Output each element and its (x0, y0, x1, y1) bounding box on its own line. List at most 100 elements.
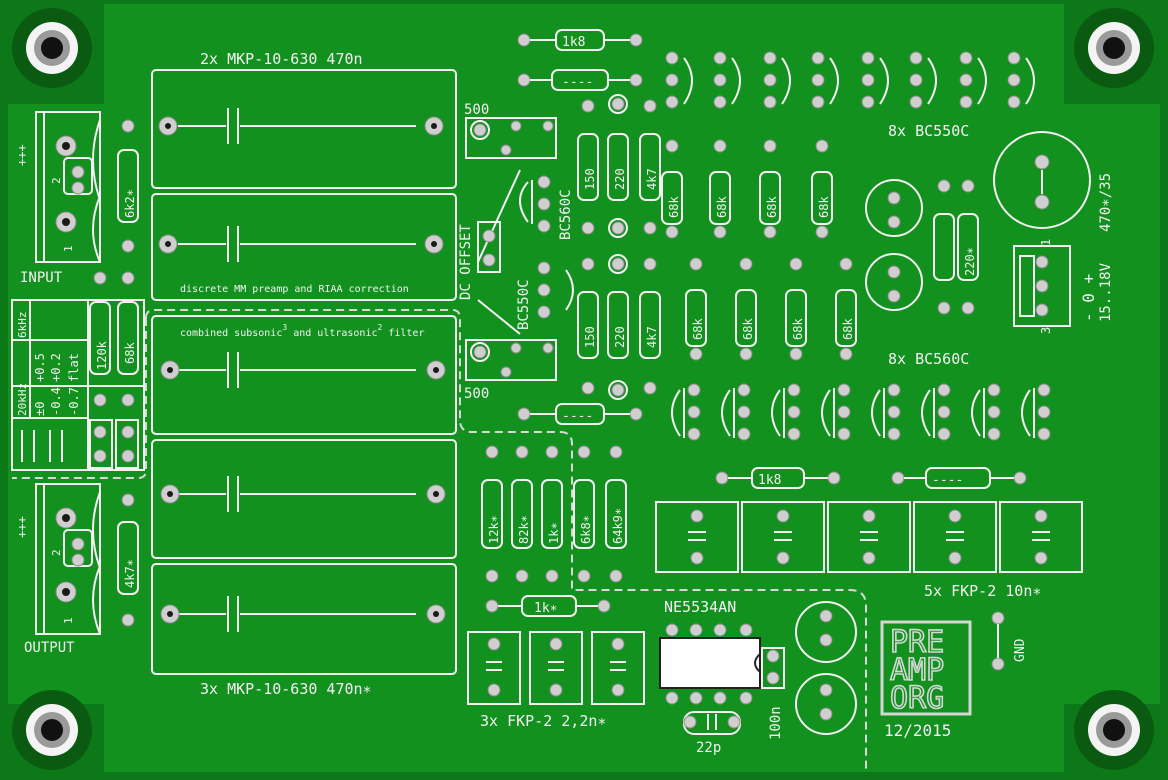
logo-line-1: PRE (890, 625, 944, 660)
label-68k: 68k (691, 318, 705, 340)
label-68k: 68k (791, 318, 805, 340)
bc560c-transistor (671, 383, 701, 441)
eq-20khz-0: ±0 (33, 402, 47, 416)
eq-20khz-1: -0.4 (49, 387, 63, 416)
film-cap-2 (151, 193, 457, 301)
eq-6khz-0: +0.5 (33, 353, 47, 382)
gnd-label: GND (1013, 638, 1028, 662)
ic-pin (739, 623, 753, 637)
logo-line-3: ORG (890, 681, 944, 716)
label-4k7-b: 4k7 (645, 326, 659, 348)
eq-jumper-table (11, 299, 145, 471)
logo-line-2: AMP (890, 653, 944, 688)
resistor-120k (89, 271, 111, 407)
output-plus-marks: +++ (15, 516, 29, 538)
cap-100n-label: 100n (768, 706, 784, 740)
label-68k: 68k (667, 196, 681, 218)
transistor-bc550c-single (537, 261, 574, 319)
caps-bottom-label: 3x MKP-10-630 470n∗ (200, 680, 372, 698)
label-dash-top: ---- (562, 75, 593, 90)
label-dash-right: ---- (932, 473, 963, 488)
label-68k: 68k (765, 196, 779, 218)
dc-offset-header (477, 221, 501, 273)
label-150-b: 150 (583, 326, 597, 348)
label-4k7-a: 4k7 (645, 168, 659, 190)
label-64k9: 64k9∗ (611, 508, 625, 544)
bc550c-transistor (713, 51, 741, 109)
ic-pin (689, 623, 703, 637)
resistor-1k8-top (517, 29, 643, 51)
filter-note: combined subsonic3 and ultrasonic2 filte… (180, 323, 424, 339)
ic-pin (739, 691, 753, 705)
filter-boundary-dashed (145, 309, 867, 770)
electrolytic-cap-a (865, 179, 923, 237)
label-1k8-top: 1k8 (562, 35, 585, 50)
copper-pour-top (104, 4, 1064, 104)
power-pin1: 1 (1039, 239, 1053, 246)
copper-pour-bottom (104, 700, 1064, 772)
label-1k-b: 1k∗ (534, 601, 557, 616)
bc550c-transistor (763, 51, 791, 109)
fkp2-2n2-label: 3x FKP-2 2,2n∗ (480, 712, 606, 730)
bc560c-transistor (921, 383, 951, 441)
transistor-bc560c-single (519, 175, 551, 233)
eq-6khz-1: +0.2 (49, 353, 63, 382)
label-1k-a: 1k∗ (547, 522, 561, 544)
output-connector (35, 483, 101, 635)
power-connector (1013, 245, 1071, 327)
resistor-68k-grid: 68k 68k 68k 68k 68k 68k 68k 68k (661, 139, 857, 361)
bc560c-transistor (1021, 383, 1051, 441)
resistor-filter (541, 445, 563, 583)
resistor-68k: 68k (709, 139, 731, 239)
label-68k: 68k (841, 318, 855, 340)
bc560c-transistor (771, 383, 801, 441)
label-68k: 68k (817, 196, 831, 218)
bc560c-transistor-row (671, 383, 1051, 441)
label-6k2: 6k2∗ (123, 189, 137, 218)
label-220-a: 220 (613, 168, 627, 190)
label-68k: 68k (715, 196, 729, 218)
film-cap-4 (151, 439, 457, 559)
bc550c-label: BC550C (516, 279, 532, 330)
label-220-b: 220 (613, 326, 627, 348)
resistor-220-a (607, 94, 629, 238)
resistor-150-b (577, 257, 599, 395)
resistor-4k7-a (639, 99, 661, 235)
fkp2-10n-cap (655, 501, 739, 573)
resistor-6k2 (117, 119, 139, 253)
resistor-dash-right (891, 467, 1027, 489)
gnd-pad (991, 611, 1005, 671)
logo-box (880, 620, 972, 716)
resistor-68k: 68k (835, 257, 857, 361)
resistor-filter (511, 445, 533, 583)
fkp2-10n-row (655, 501, 1083, 573)
resistor-4k7-b (639, 257, 661, 395)
fkp2-2n2-cap (529, 631, 583, 705)
eq-head-6khz: 6kHz (16, 312, 29, 339)
ic-pin (713, 623, 727, 637)
fkp2-2n2-cap (591, 631, 645, 705)
supply-pins-label: - 0 + (1079, 274, 1098, 322)
resistor-150-a (577, 99, 599, 235)
resistor-68k: 68k (735, 257, 757, 361)
bc550c-transistor (861, 51, 889, 109)
resistor-1k-horizontal (485, 595, 611, 617)
output-pin1: 1 (62, 617, 75, 624)
ne5534-opamp (659, 637, 761, 689)
film-cap-1 (151, 69, 457, 189)
resistor-220-b (607, 254, 629, 400)
fkp2-10n-cap (913, 501, 997, 573)
ic-pin (665, 623, 679, 637)
resistor-dash-mid (517, 403, 643, 425)
label-150-a: 150 (583, 168, 597, 190)
dc-offset-label: DC OFFSET (458, 224, 474, 300)
label-1k8-mid: 1k8 (758, 473, 781, 488)
trimmer-top (465, 117, 557, 159)
resistor-filter (605, 445, 627, 583)
fkp2-10n-cap (827, 501, 911, 573)
fkp2-2n2-row (467, 631, 645, 705)
preamp-note: discrete MM preamp and RIAA correction (180, 284, 409, 295)
dc-offset-arrow-down (477, 299, 521, 335)
resistor-dash-top (517, 69, 643, 91)
supply-voltage-label: 15..18V (1098, 262, 1114, 322)
